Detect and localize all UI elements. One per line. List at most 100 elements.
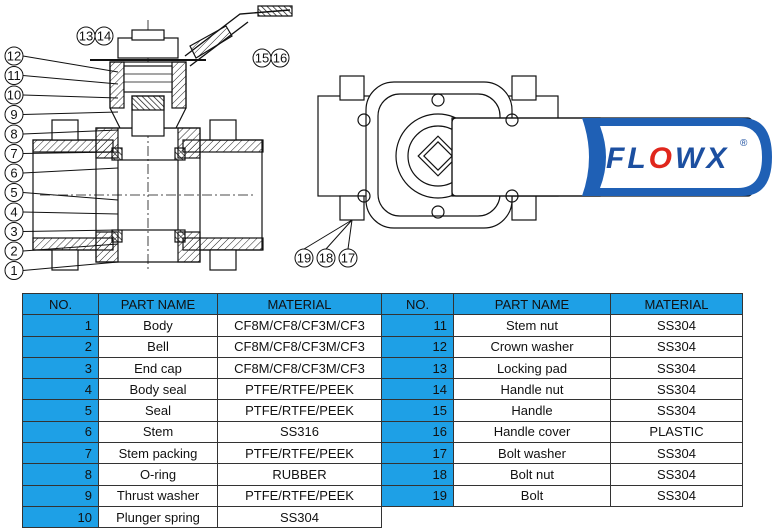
part-name: Bolt nut [453,463,611,486]
callout-11: 11 [4,66,24,85]
part-name: Plunger spring [98,505,218,529]
callout-number: 19 [297,251,311,266]
part-material: SS304 [610,442,743,465]
callout-number: 17 [341,251,355,266]
part-number: 3 [22,356,99,380]
callout-19: 19 [294,248,314,268]
callout-16: 16 [270,48,290,68]
callout-number: 7 [10,146,17,161]
part-number: 4 [22,378,99,401]
part-material: CF8M/CF8/CF3M/CF3 [217,335,382,358]
part-number: 16 [381,420,454,444]
callout-15: 15 [252,48,272,68]
part-name: Handle [453,399,611,422]
part-name: Bolt washer [453,442,611,465]
part-material: RUBBER [217,463,382,486]
part-name: Body seal [98,378,218,401]
part-material: PTFE/RTFE/PEEK [217,484,382,507]
callout-number: 12 [7,49,21,64]
callout-number: 14 [97,29,111,44]
callout-number: 9 [10,107,17,122]
callout-number: 11 [7,68,21,83]
callout-number: 13 [79,29,93,44]
part-material: SS304 [610,463,743,486]
callout-number: 5 [10,185,17,200]
part-name: Handle cover [453,420,611,444]
part-number: 19 [381,484,454,507]
callout-17: 17 [338,248,358,268]
part-number: 10 [22,505,99,529]
header-part-name-right: PART NAME [453,292,611,316]
table-header-row: NO. PART NAME MATERIAL NO. PART NAME MAT… [22,292,743,316]
header-no: NO. [22,292,99,316]
callout-12: 12 [4,46,24,66]
part-number: 13 [381,356,454,380]
part-material: PLASTIC [610,420,743,444]
part-name: Stem [98,420,218,444]
part-number: 6 [22,420,99,444]
callout-18: 18 [316,248,336,268]
part-number: 18 [381,463,454,486]
part-number: 9 [22,484,99,507]
part-number: 2 [22,335,99,358]
part-number: 8 [22,463,99,486]
part-name: Seal [98,399,218,422]
part-number: 11 [381,314,454,337]
callout-number: 8 [10,127,17,142]
part-material: PTFE/RTFE/PEEK [217,378,382,401]
callout-number: 10 [7,88,21,103]
part-number: 7 [22,442,99,465]
part-name: End cap [98,356,218,380]
part-name: Bolt [453,484,611,507]
callout-number: 1 [10,263,17,278]
part-material: SS304 [610,399,743,422]
callout-number: 15 [255,51,269,66]
part-material: SS304 [610,378,743,401]
part-material: SS304 [610,314,743,337]
part-material: CF8M/CF8/CF3M/CF3 [217,314,382,337]
callout-labels-left: 12 11 10 9 8 7 6 5 4 3 2 1 13 14 15 16 19 18 17 [4,26,358,280]
callout-8: 8 [4,124,24,144]
section-view [32,5,293,271]
callout-5: 5 [4,183,24,202]
header-material: MATERIAL [217,292,382,316]
callout-6: 6 [4,163,24,183]
part-name: Stem nut [453,314,611,337]
part-name: Handle nut [453,378,611,401]
callout-number: 16 [273,51,287,66]
part-material: SS304 [217,505,382,529]
empty-cell [381,506,454,528]
callout-2: 2 [4,241,24,261]
part-number: 17 [381,442,454,465]
parts-table: NO. PART NAME MATERIAL NO. PART NAME MAT… [22,292,743,529]
part-number: 1 [22,314,99,337]
part-name: Thrust washer [98,484,218,507]
part-material: SS316 [217,420,382,444]
callout-number: 18 [319,251,333,266]
logo-registered-mark: ® [740,138,748,149]
part-name: Body [98,314,218,337]
callout-4: 4 [4,202,24,222]
part-number: 15 [381,399,454,422]
header-material-right: MATERIAL [610,292,743,316]
callout-number: 3 [10,224,17,239]
part-name: Locking pad [453,356,611,380]
callout-13: 13 [76,26,96,46]
callout-number: 4 [10,205,17,220]
empty-cell [453,506,611,528]
part-name: Stem packing [98,442,218,465]
callout-number: 6 [10,166,17,181]
part-number: 14 [381,378,454,401]
part-material: PTFE/RTFE/PEEK [217,399,382,422]
part-name: Crown washer [453,335,611,358]
part-material: SS304 [610,484,743,507]
part-name: O-ring [98,463,218,486]
callout-number: 2 [10,244,17,259]
